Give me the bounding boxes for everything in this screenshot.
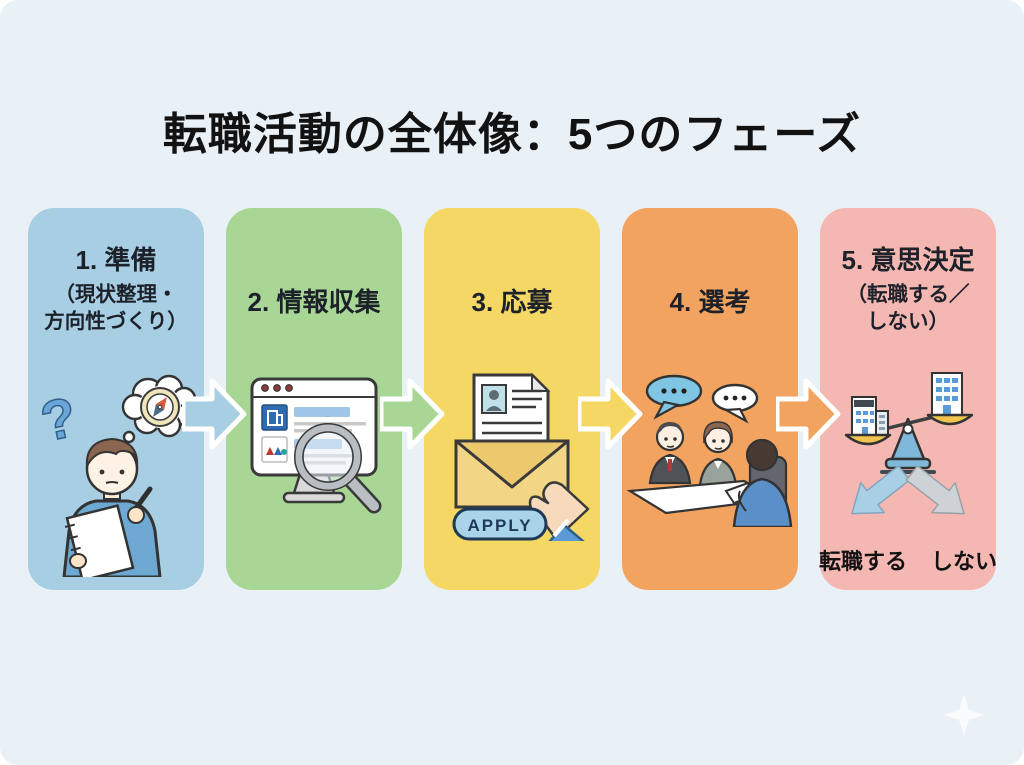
- fork-arrow-left-icon: [851, 465, 911, 515]
- phase-cards-row: 1. 準備 （現状整理・ 方向性づくり） ?: [28, 208, 997, 590]
- balance-scale-icon: [844, 372, 974, 474]
- phase-label: 3. 応募: [471, 287, 553, 317]
- flow-arrow-1: [182, 378, 247, 450]
- phase-card-apply: 3. 応募: [424, 208, 600, 590]
- speech-bubble-blue-icon: [645, 374, 703, 420]
- phase-sublabel: （転職する／ しない）: [846, 282, 970, 333]
- person-thinking-illustration: ?: [32, 361, 200, 582]
- flow-arrow-3: [578, 378, 643, 450]
- decision-illustration: 転職する しない: [819, 369, 997, 576]
- building-right-icon: [931, 372, 963, 416]
- candidate-back-view: [724, 438, 793, 529]
- scale-pan-left: [844, 433, 892, 446]
- phase-card-selection: 4. 選考: [622, 208, 798, 590]
- question-mark-icon: ?: [35, 385, 82, 454]
- page-title: 転職活動の全体像：5つのフェーズ: [162, 110, 862, 159]
- browser-search-illustration: [234, 373, 394, 530]
- envelope-apply-illustration: APPLY: [430, 369, 594, 563]
- sparkle-icon: [943, 694, 985, 736]
- flow-arrow-2: [380, 378, 445, 450]
- pen-icon: [127, 486, 153, 524]
- phase-label: 5. 意思決定: [841, 245, 975, 275]
- scale-pan-right: [926, 413, 974, 426]
- interview-illustration: [622, 371, 798, 532]
- phase-label: 4. 選考: [669, 287, 751, 317]
- phase-card-decision: 5. 意思決定 （転職する／ しない）: [819, 208, 997, 590]
- flow-arrow-4: [776, 378, 841, 450]
- svg-text:APPLY: APPLY: [467, 516, 532, 535]
- phase-label: 2. 情報収集: [247, 287, 381, 317]
- apply-button: APPLY: [452, 507, 548, 541]
- decision-labels: 転職する しない: [819, 544, 997, 576]
- decision-label-left: 転職する: [818, 549, 907, 574]
- phase-card-preparation: 1. 準備 （現状整理・ 方向性づくり） ?: [28, 208, 204, 590]
- envelope-icon: [454, 439, 570, 509]
- speech-bubble-white-icon: [711, 383, 759, 424]
- interviewer-man: [648, 422, 692, 485]
- interviewer-woman: [698, 421, 738, 487]
- phase-sublabel: （現状整理・ 方向性づくり）: [44, 282, 188, 333]
- phase-label: 1. 準備: [75, 245, 157, 275]
- building-left-icon: [851, 396, 889, 436]
- decision-label-right: しない: [931, 549, 998, 574]
- magnifier-icon: [294, 423, 382, 514]
- fork-arrow-right-icon: [905, 465, 965, 515]
- phase-card-research: 2. 情報収集: [226, 208, 402, 590]
- person-figure: [62, 437, 162, 582]
- compass-icon: [140, 387, 180, 427]
